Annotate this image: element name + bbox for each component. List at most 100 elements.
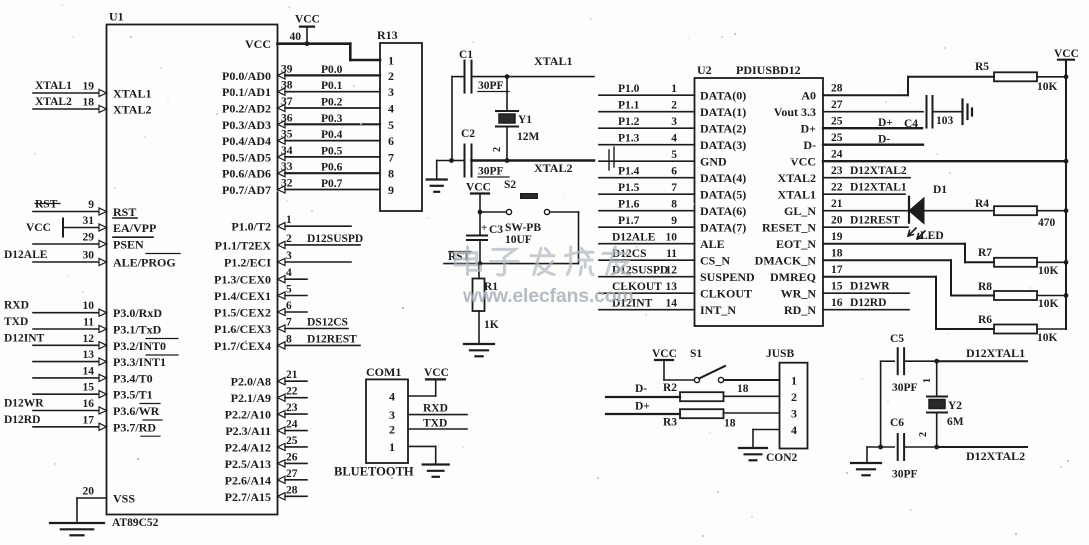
svg-text:D12XTAL1: D12XTAL1 xyxy=(966,346,1025,360)
svg-text:D-: D- xyxy=(635,383,647,395)
svg-text:3: 3 xyxy=(388,85,394,99)
svg-text:15: 15 xyxy=(83,382,95,394)
svg-text:12: 12 xyxy=(83,333,95,345)
svg-text:30: 30 xyxy=(83,250,95,262)
svg-text:P0.1/AD1: P0.1/AD1 xyxy=(222,85,271,99)
svg-text:20: 20 xyxy=(83,486,95,498)
svg-text:SW-PB: SW-PB xyxy=(505,222,541,234)
svg-text:VSS: VSS xyxy=(113,492,135,506)
svg-text:P1.3: P1.3 xyxy=(618,133,640,145)
svg-text:P3.7/RD: P3.7/RD xyxy=(113,420,156,434)
svg-text:SUSPEND: SUSPEND xyxy=(700,270,755,284)
svg-text:P0.7/AD7: P0.7/AD7 xyxy=(222,183,271,197)
svg-text:7: 7 xyxy=(671,182,677,194)
svg-text:25: 25 xyxy=(831,132,843,144)
svg-text:P0.7: P0.7 xyxy=(321,178,343,190)
svg-text:P0.0: P0.0 xyxy=(321,64,343,76)
svg-text:11: 11 xyxy=(666,248,677,260)
svg-text:21: 21 xyxy=(831,198,843,210)
svg-text:2: 2 xyxy=(492,147,503,152)
svg-text:30PF: 30PF xyxy=(478,166,504,178)
svg-text:COM1: COM1 xyxy=(366,365,401,379)
svg-text:DATA(7): DATA(7) xyxy=(700,221,746,235)
svg-text:XTAL1: XTAL1 xyxy=(113,87,151,101)
svg-text:XTAL1: XTAL1 xyxy=(35,80,72,92)
svg-text:GL_N: GL_N xyxy=(784,204,816,218)
svg-text:VCC: VCC xyxy=(424,367,449,379)
svg-text:24: 24 xyxy=(831,149,843,161)
svg-text:R6: R6 xyxy=(978,314,992,326)
svg-text:DATA(5): DATA(5) xyxy=(700,188,746,202)
svg-text:28: 28 xyxy=(286,484,298,496)
svg-text:D-: D- xyxy=(803,138,816,152)
svg-text:P0.1: P0.1 xyxy=(321,80,343,92)
svg-text:VCC: VCC xyxy=(1054,48,1079,60)
svg-text:DATA(4): DATA(4) xyxy=(700,171,746,185)
svg-text:4: 4 xyxy=(671,133,677,145)
svg-text:P0.4/AD4: P0.4/AD4 xyxy=(222,134,271,148)
svg-text:D+: D+ xyxy=(878,117,893,129)
svg-text:P3.1/TxD: P3.1/TxD xyxy=(113,323,162,337)
svg-text:10K: 10K xyxy=(1037,332,1058,344)
svg-text:XTAL2: XTAL2 xyxy=(35,96,72,108)
svg-text:R1: R1 xyxy=(484,281,498,293)
svg-text:10UF: 10UF xyxy=(505,234,532,246)
svg-text:16: 16 xyxy=(83,398,95,410)
svg-text:13: 13 xyxy=(83,349,95,361)
svg-text:Y1: Y1 xyxy=(518,114,532,126)
svg-text:30PF: 30PF xyxy=(478,80,504,92)
svg-text:P3.5/T1: P3.5/T1 xyxy=(113,388,153,402)
svg-text:P1.1: P1.1 xyxy=(618,100,640,112)
svg-text:17: 17 xyxy=(831,264,843,276)
svg-text:37: 37 xyxy=(281,96,293,108)
svg-text:GND: GND xyxy=(700,155,727,169)
svg-text:28: 28 xyxy=(831,83,843,95)
svg-text:R8: R8 xyxy=(978,281,992,293)
svg-text:12M: 12M xyxy=(517,131,540,143)
svg-text:D12WR: D12WR xyxy=(4,398,44,410)
svg-text:RST: RST xyxy=(35,199,58,211)
svg-text:19: 19 xyxy=(83,81,95,93)
svg-text:4: 4 xyxy=(791,423,797,437)
svg-text:5: 5 xyxy=(286,284,292,296)
svg-text:R7: R7 xyxy=(978,247,992,259)
svg-text:2: 2 xyxy=(388,69,394,83)
svg-text:TXD: TXD xyxy=(423,418,447,430)
svg-text:2: 2 xyxy=(918,432,929,437)
svg-text:P2.2/A10: P2.2/A10 xyxy=(225,408,271,422)
svg-text:XTAL2: XTAL2 xyxy=(534,161,572,175)
svg-text:R2: R2 xyxy=(663,382,677,394)
svg-text:2: 2 xyxy=(671,100,677,112)
svg-text:VCC: VCC xyxy=(245,37,271,51)
svg-text:4: 4 xyxy=(388,102,394,116)
svg-text:RXD: RXD xyxy=(423,403,448,415)
svg-text:16: 16 xyxy=(831,297,843,309)
svg-text:D12WR: D12WR xyxy=(850,281,890,293)
svg-text:P0.6/AD6: P0.6/AD6 xyxy=(222,167,271,181)
svg-text:22: 22 xyxy=(831,182,843,194)
svg-text:26: 26 xyxy=(286,451,298,463)
svg-text:D-: D- xyxy=(878,134,890,146)
svg-text:2: 2 xyxy=(286,233,292,245)
svg-text:P1.4: P1.4 xyxy=(618,166,640,178)
svg-text:10: 10 xyxy=(83,300,95,312)
svg-text:12: 12 xyxy=(666,265,678,277)
svg-text:21: 21 xyxy=(286,369,298,381)
svg-text:P1.5/CEX2: P1.5/CEX2 xyxy=(214,306,271,320)
svg-text:WR_N: WR_N xyxy=(781,287,817,301)
svg-text:13: 13 xyxy=(666,281,678,293)
svg-text:30PF: 30PF xyxy=(892,469,918,481)
svg-text:RD_N: RD_N xyxy=(784,303,816,317)
svg-text:P0.4: P0.4 xyxy=(321,129,343,141)
svg-text:EA/VPP: EA/VPP xyxy=(113,221,156,235)
svg-text:14: 14 xyxy=(83,365,95,377)
svg-text:VCC: VCC xyxy=(790,155,816,169)
svg-text:D12XTAL1: D12XTAL1 xyxy=(850,182,907,194)
svg-text:D+: D+ xyxy=(800,122,816,136)
svg-text:P1.0/T2: P1.0/T2 xyxy=(231,220,271,234)
svg-text:AT89C52: AT89C52 xyxy=(112,517,159,529)
svg-text:JUSB: JUSB xyxy=(766,348,794,360)
svg-text:VCC: VCC xyxy=(26,222,51,234)
svg-text:35: 35 xyxy=(281,129,293,141)
svg-text:XTAL2: XTAL2 xyxy=(113,103,151,117)
